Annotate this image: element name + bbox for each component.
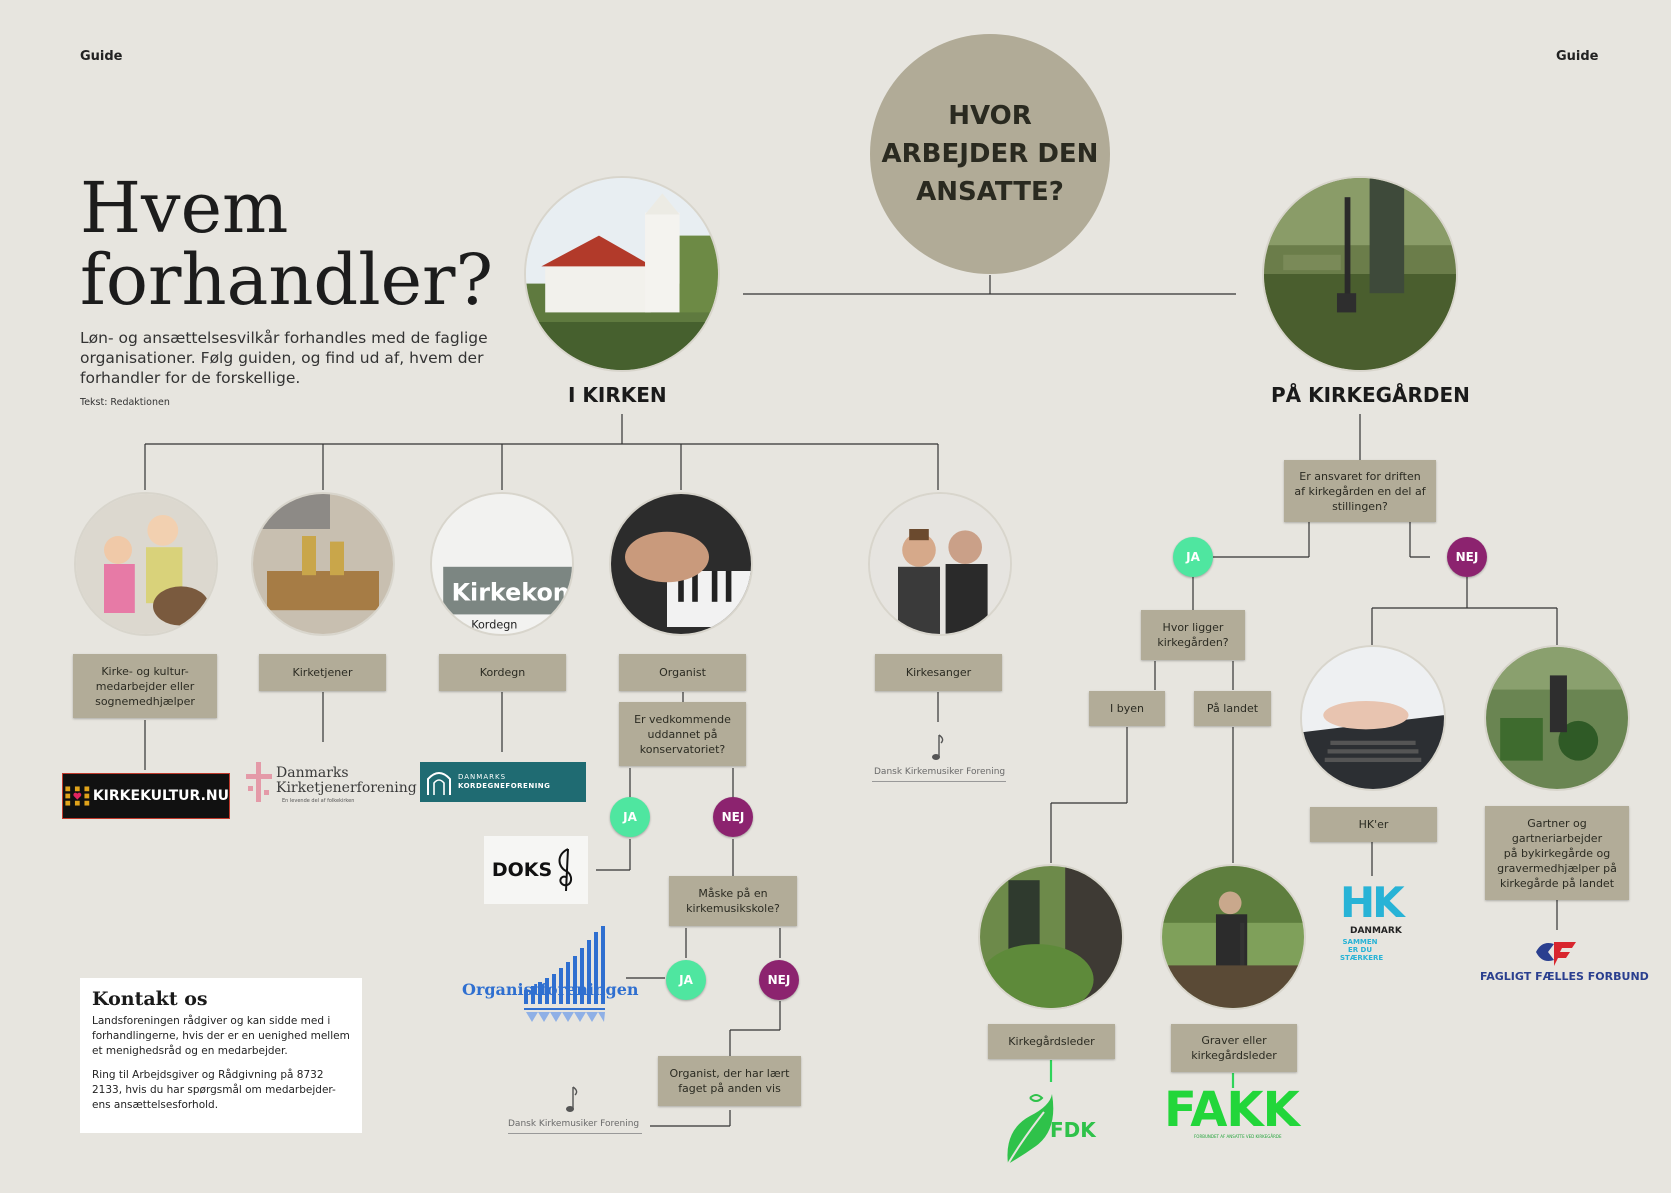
- organist-other-route: Organist, der har lært faget på anden vi…: [658, 1056, 801, 1106]
- role-kirkegaardsleder: Kirkegårdsleder: [988, 1024, 1115, 1059]
- kordegn-icon: [427, 772, 451, 795]
- kirketjener-name-line2: Kirketjenerforening: [276, 780, 417, 796]
- logo-fakk: FAKK FORBUNDET AF ANSATTE VED KIRKEGÅRDE: [1164, 1084, 1304, 1142]
- guide-label-right: Guide: [1556, 49, 1599, 64]
- answer-no-responsibility: NEJ: [1447, 537, 1487, 577]
- 3f-icon: [1536, 942, 1576, 966]
- intro-text: Løn- og ansættelsesvilkår forhandles med…: [80, 329, 488, 387]
- page-title-line2: forhandler?: [80, 239, 494, 321]
- kordegn-name-line1: DANMARKS: [458, 773, 507, 781]
- music-note-icon-2: [932, 734, 944, 760]
- music-note-icon: [566, 1086, 578, 1112]
- role-gartner: Gartner og gartneriarbejder på bykirkegå…: [1485, 806, 1629, 900]
- contact-paragraph-2: Ring til Arbejdsgiver og Rådgivning på 8…: [92, 1069, 336, 1111]
- answer-yes-responsibility: JA: [1173, 537, 1213, 577]
- 3f-text: FAGLIGT FÆLLES FORBUND: [1480, 970, 1649, 983]
- fakk-text: FAKK: [1164, 1082, 1300, 1138]
- kordegn-name: DANMARKS KORDEGNEFORENING: [458, 773, 550, 791]
- center-question-circle: HVOR ARBEJDER DEN ANSATTE?: [870, 34, 1110, 274]
- photo-gartner: [1484, 645, 1630, 791]
- hk-logo-tagline: SAMMEN ER DU STÆRKERE: [1340, 938, 1384, 962]
- logo-hk-danmark: HK DANMARK SAMMEN ER DU STÆRKERE: [1340, 882, 1420, 972]
- doks-text: DOKS: [491, 859, 553, 881]
- kordegn-name-line2: KORDEGNEFORENING: [458, 782, 551, 790]
- fdk-text: FDK: [1050, 1118, 1096, 1142]
- logo-fdk: FDK: [1000, 1090, 1104, 1168]
- logo-kordegneforening: DANMARKS KORDEGNEFORENING: [420, 762, 586, 802]
- role-kirke-kultur: Kirke- og kultur- medarbejder eller sogn…: [73, 654, 217, 718]
- photo-hk: [1300, 645, 1446, 791]
- credit-text: Tekst: Redaktionen: [80, 397, 170, 408]
- photo-kirketjener: [251, 492, 395, 636]
- answer-yes-school: JA: [666, 960, 706, 1000]
- photo-graver: [1160, 864, 1306, 1010]
- organist-question-conservatory: Er vedkommende uddannet på konservatorie…: [619, 702, 746, 766]
- fakk-tagline: FORBUNDET AF ANSATTE VED KIRKEGÅRDE: [1194, 1134, 1282, 1139]
- photo-kirke-kultur: [74, 492, 218, 636]
- role-kirketjener: Kirketjener: [259, 654, 386, 691]
- dkf-text-organist: Dansk Kirkemusiker Forening: [508, 1119, 640, 1129]
- logo-dkf-organist: Dansk Kirkemusiker Forening: [508, 1085, 642, 1137]
- kirkekon-sign: Kirkekon: [452, 578, 570, 606]
- answer-yes-conservatory: JA: [610, 797, 650, 837]
- location-country: På landet: [1194, 691, 1271, 726]
- kordegn-sign: Kordegn: [471, 618, 517, 631]
- organist-question-school: Måske på en kirkemusikskole?: [669, 876, 797, 926]
- branch-label-church: I KIRKEN: [568, 383, 667, 407]
- logo-3f: FAGLIGT FÆLLES FORBUND: [1480, 936, 1649, 986]
- graveyard-question-location: Hvor ligger kirkegården?: [1141, 610, 1245, 660]
- organ-pipes-icon: [524, 926, 605, 1022]
- organistforeningen-text: Organistforeningen: [462, 980, 639, 999]
- logo-dkf-kirkesanger: Dansk Kirkemusiker Forening: [872, 733, 1006, 785]
- dkf-underline-2: [872, 781, 1006, 782]
- contact-paragraph-1: Landsforeningen rådgiver og kan sidde me…: [92, 1015, 350, 1057]
- kirketjener-name: Danmarks Kirketjenerforening: [276, 766, 417, 796]
- photo-organist: [609, 492, 753, 636]
- kirketjener-name-line1: Danmarks: [276, 765, 349, 781]
- dkf-text-kirkesanger: Dansk Kirkemusiker Forening: [874, 767, 1006, 777]
- treble-clef-icon: [558, 848, 573, 892]
- role-hk: HK'er: [1310, 807, 1437, 842]
- role-organist: Organist: [619, 654, 746, 691]
- logo-kirkekultur: KIRKEKULTUR.NU: [62, 773, 230, 819]
- church-photo: [524, 176, 720, 372]
- kirkekultur-icon: [65, 786, 90, 806]
- contact-box: Kontakt os Landsforeningen rådgiver og k…: [80, 978, 362, 1133]
- kirketjener-icon: [246, 762, 272, 802]
- hk-logo-text: HK: [1340, 878, 1405, 927]
- logo-organistforeningen: Organistforeningen: [462, 924, 639, 1022]
- contact-title: Kontakt os: [92, 988, 208, 1010]
- photo-kordegn: Kirkekon Kordegn: [430, 492, 574, 636]
- kirketjener-tagline: En levende del af folkekirken: [282, 798, 355, 804]
- dkf-underline: [508, 1133, 642, 1134]
- role-kordegn: Kordegn: [439, 654, 566, 691]
- role-graver: Graver eller kirkegårdsleder: [1171, 1024, 1297, 1072]
- logo-kirketjenerforening: Danmarks Kirketjenerforening En levende …: [246, 758, 417, 808]
- logo-doks: DOKS: [484, 836, 588, 904]
- photo-kirkesanger: [868, 492, 1012, 636]
- page-title-line1: Hvem: [80, 167, 289, 249]
- role-kirkesanger: Kirkesanger: [875, 654, 1002, 691]
- center-question: HVOR ARBEJDER DEN ANSATTE?: [881, 101, 1099, 207]
- hk-logo-danmark: DANMARK: [1350, 926, 1402, 936]
- page-title: Hvem forhandler?: [80, 172, 493, 316]
- location-city: I byen: [1089, 691, 1165, 726]
- answer-no-school: NEJ: [759, 960, 799, 1000]
- kirkekultur-text: KIRKEKULTUR.NU: [92, 788, 229, 804]
- photo-kirkegaardsleder: [978, 864, 1124, 1010]
- graveyard-question-responsibility: Er ansvaret for driften af kirkegården e…: [1284, 460, 1436, 522]
- guide-label-left: Guide: [80, 49, 123, 64]
- branch-label-graveyard: PÅ KIRKEGÅRDEN: [1271, 383, 1470, 407]
- answer-no-conservatory: NEJ: [713, 797, 753, 837]
- graveyard-photo: [1262, 176, 1458, 372]
- leaf-icon: [1007, 1094, 1054, 1165]
